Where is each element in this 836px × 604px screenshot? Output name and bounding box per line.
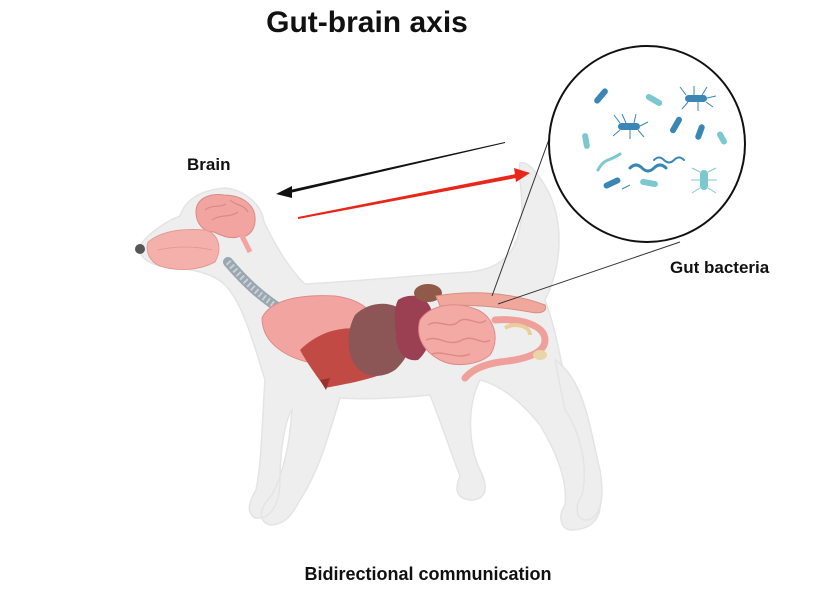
kidney-icon	[414, 284, 442, 302]
arrow-to-brain	[276, 142, 505, 198]
nasal-cavity-icon	[146, 229, 220, 270]
gut-bacteria-label: Gut bacteria	[670, 258, 770, 277]
brain-icon	[195, 194, 256, 254]
pancreas-icon	[435, 292, 547, 314]
bacteria-icon	[582, 86, 727, 194]
arrow-to-gut	[298, 168, 530, 219]
zoom-connector-lines	[491, 119, 681, 305]
diagram-title: Gut-brain axis	[266, 6, 468, 39]
nose-icon	[135, 244, 145, 254]
bidirectional-communication-label: Bidirectional communication	[304, 564, 552, 584]
intestine-icon	[418, 304, 549, 382]
brain-label: Brain	[187, 155, 231, 174]
gut-bacteria-zoom	[548, 45, 746, 243]
